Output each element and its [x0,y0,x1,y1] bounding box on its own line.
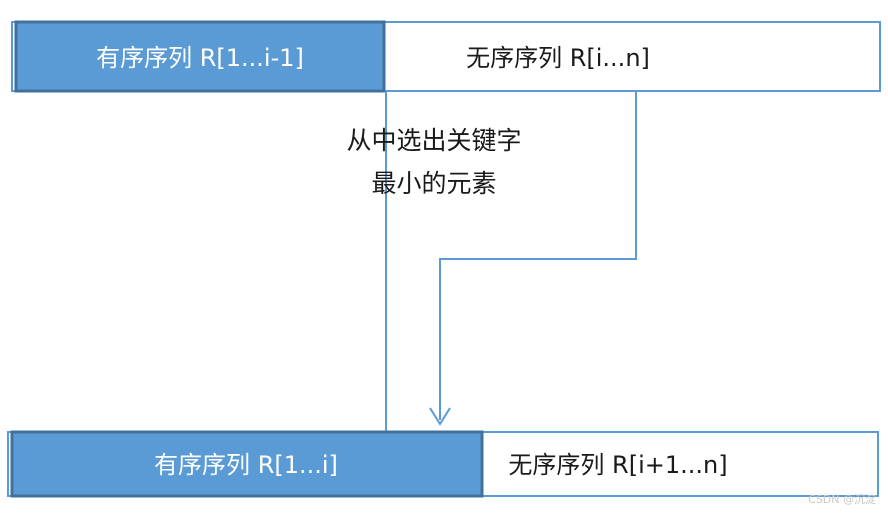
top-sorted-label: 有序序列 R[1...i-1] [96,44,304,72]
selection-arrowhead [429,407,451,426]
connectors [385,91,637,432]
top-sorted-segment [14,20,386,93]
bottom-sorted-segment [10,430,484,498]
watermark: CSDN @沉淀 [808,492,876,506]
top-bar: 有序序列 R[1...i-1] 无序序列 R[i...n] [11,20,881,93]
bottom-sorted-label: 有序序列 R[1...i] [154,451,338,479]
caption-line-1: 从中选出关键字 [346,126,521,155]
caption-line-2: 最小的元素 [371,169,496,198]
bottom-unsorted-label: 无序序列 R[i+1...n] [508,451,727,479]
bottom-bar: 有序序列 R[1...i] 无序序列 R[i+1...n] [7,430,879,498]
caption: 从中选出关键字 最小的元素 [346,126,521,198]
selection-arrow-path [439,91,637,420]
top-unsorted-label: 无序序列 R[i...n] [466,44,650,72]
